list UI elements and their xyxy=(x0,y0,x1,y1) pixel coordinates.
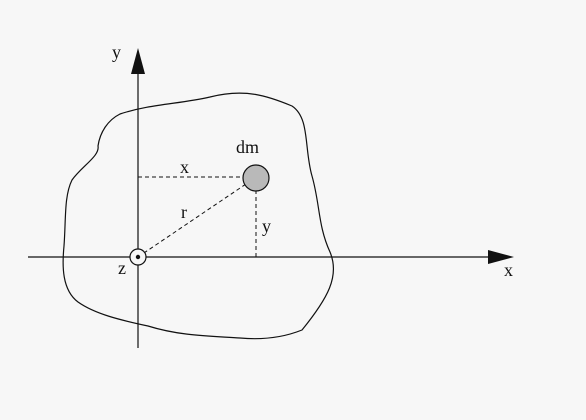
y-distance-label: y xyxy=(262,216,271,236)
z-axis-label: z xyxy=(118,258,126,278)
radius-label: r xyxy=(181,202,187,222)
y-axis-label: y xyxy=(112,42,121,62)
mass-element-dm xyxy=(242,164,270,192)
mass-element-label: dm xyxy=(236,137,259,157)
x-axis-label: x xyxy=(504,260,513,280)
x-axis-arrowhead xyxy=(488,250,514,264)
z-axis-dot xyxy=(135,254,141,260)
x-distance-label: x xyxy=(180,157,189,177)
y-axis-arrowhead xyxy=(131,48,145,74)
radius-dashed-line xyxy=(137,183,247,258)
body-outline xyxy=(62,92,335,340)
